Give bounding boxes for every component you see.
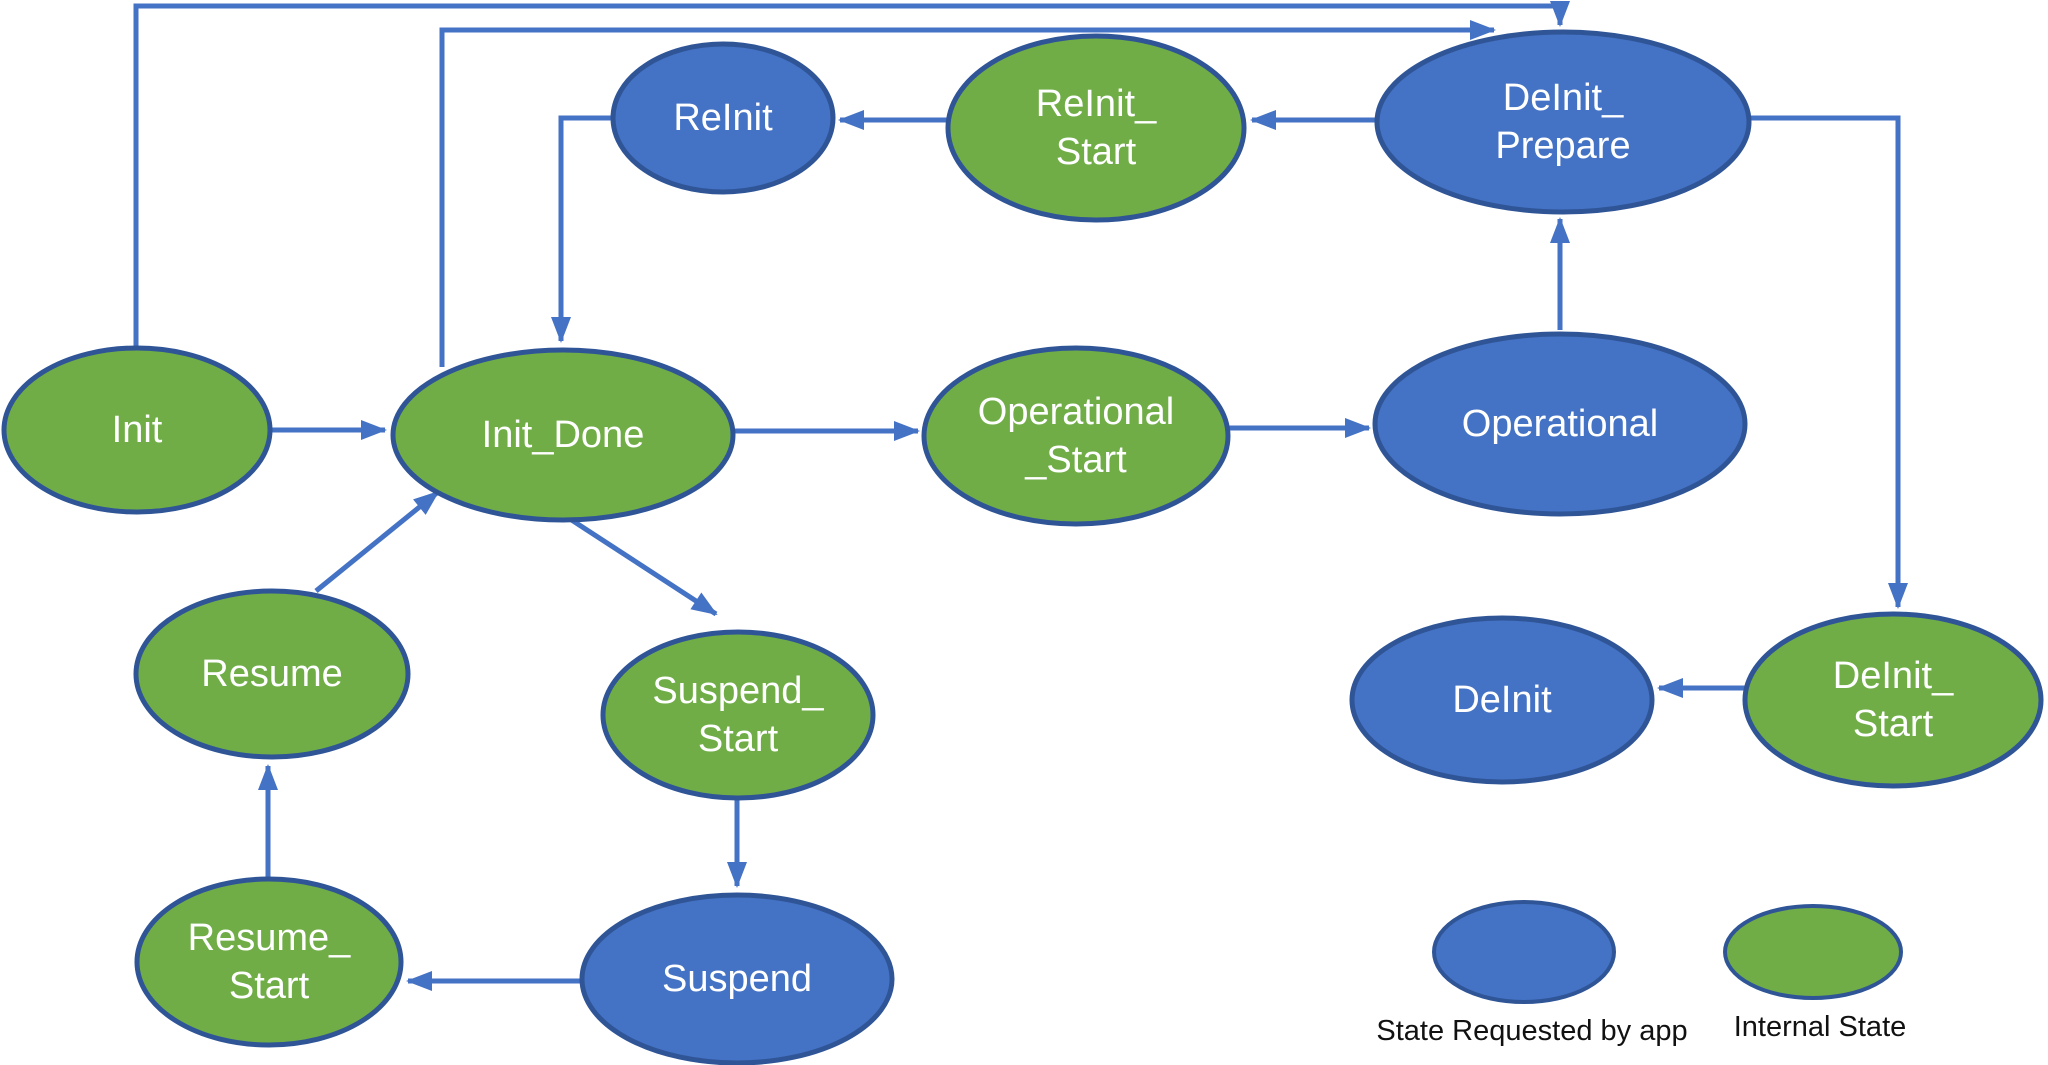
state-ellipse-deinit-start	[1742, 611, 2044, 789]
edge-init-to-deinit-prepare	[133, 1, 1570, 347]
state-label-reinit-start-line2: Start	[1056, 131, 1137, 173]
state-node-suspend-start: Suspend_ Start	[600, 629, 876, 801]
legend-label-requested: State Requested by app	[1376, 1015, 1687, 1047]
edge-init-done-to-deinit-prepare	[439, 20, 1496, 367]
legend: State Requested by app Internal State	[1376, 900, 1907, 1047]
state-label-reinit-line1: ReInit	[673, 97, 773, 139]
state-node-resume: Resume	[133, 588, 411, 760]
state-label-resume-start-line1: Resume_	[188, 917, 351, 959]
edge-reinit-to-init-done	[551, 115, 614, 343]
state-label-init-line1: Init	[112, 409, 163, 451]
edge-deinit-prepare-to-deinit-start	[1748, 115, 1908, 609]
state-node-operational: Operational	[1372, 331, 1748, 517]
state-node-init-done: Init_Done	[390, 347, 736, 523]
state-ellipse-resume	[133, 588, 411, 760]
state-node-reinit-start: ReInit_ Start	[945, 33, 1247, 223]
state-label-deinit-prepare-line2: Prepare	[1495, 125, 1630, 167]
state-ellipse-init	[1, 345, 273, 515]
state-ellipse-suspend-start	[600, 629, 876, 801]
state-ellipse-reinit	[610, 41, 836, 195]
state-label-suspend-start-line1: Suspend_	[652, 670, 824, 712]
edge-init-done-to-suspend-start	[565, 514, 718, 617]
state-label-reinit-start-line1: ReInit_	[1036, 83, 1157, 125]
state-label-deinit-prepare-line1: DeInit_	[1503, 77, 1624, 119]
state-label-deinit-start-line1: DeInit_	[1833, 655, 1954, 697]
legend-swatch-internal-ellipse	[1723, 904, 1903, 1000]
edge-resume-to-init-done	[314, 490, 440, 593]
state-ellipse-deinit	[1349, 615, 1655, 785]
legend-item-requested: State Requested by app	[1376, 900, 1688, 1047]
legend-item-internal: Internal State	[1723, 904, 1907, 1043]
legend-swatch-requested-ellipse	[1432, 900, 1616, 1004]
connectors	[133, 1, 1908, 991]
state-label-suspend-start-line2: Start	[698, 718, 779, 760]
state-ellipse-suspend	[579, 892, 895, 1065]
state-label-resume-line1: Resume	[201, 653, 343, 695]
state-node-resume-start: Resume_ Start	[134, 876, 404, 1048]
state-label-operational-start-line2: _Start	[1024, 439, 1127, 481]
state-label-operational-line1: Operational	[1462, 403, 1658, 445]
state-node-operational-start: Operational _Start	[921, 345, 1231, 527]
state-label-resume-start-line2: Start	[229, 965, 310, 1007]
state-node-reinit: ReInit	[610, 41, 836, 195]
state-label-deinit-line1: DeInit	[1452, 679, 1552, 721]
legend-label-internal: Internal State	[1734, 1011, 1907, 1043]
state-label-operational-start-line1: Operational	[978, 391, 1174, 433]
state-ellipse-deinit-prepare	[1374, 29, 1752, 215]
state-ellipse-reinit-start	[945, 33, 1247, 223]
state-ellipse-operational	[1372, 331, 1748, 517]
state-ellipse-operational-start	[921, 345, 1231, 527]
state-node-deinit-prepare: DeInit_ Prepare	[1374, 29, 1752, 215]
state-ellipse-resume-start	[134, 876, 404, 1048]
state-node-init: Init	[1, 345, 273, 515]
state-label-init-done-line1: Init_Done	[482, 414, 645, 456]
state-label-deinit-start-line2: Start	[1853, 703, 1934, 745]
state-node-suspend: Suspend	[579, 892, 895, 1065]
state-node-deinit-start: DeInit_ Start	[1742, 611, 2044, 789]
state-ellipse-init-done	[390, 347, 736, 523]
state-node-deinit: DeInit	[1349, 615, 1655, 785]
state-label-suspend-line1: Suspend	[662, 958, 812, 1000]
